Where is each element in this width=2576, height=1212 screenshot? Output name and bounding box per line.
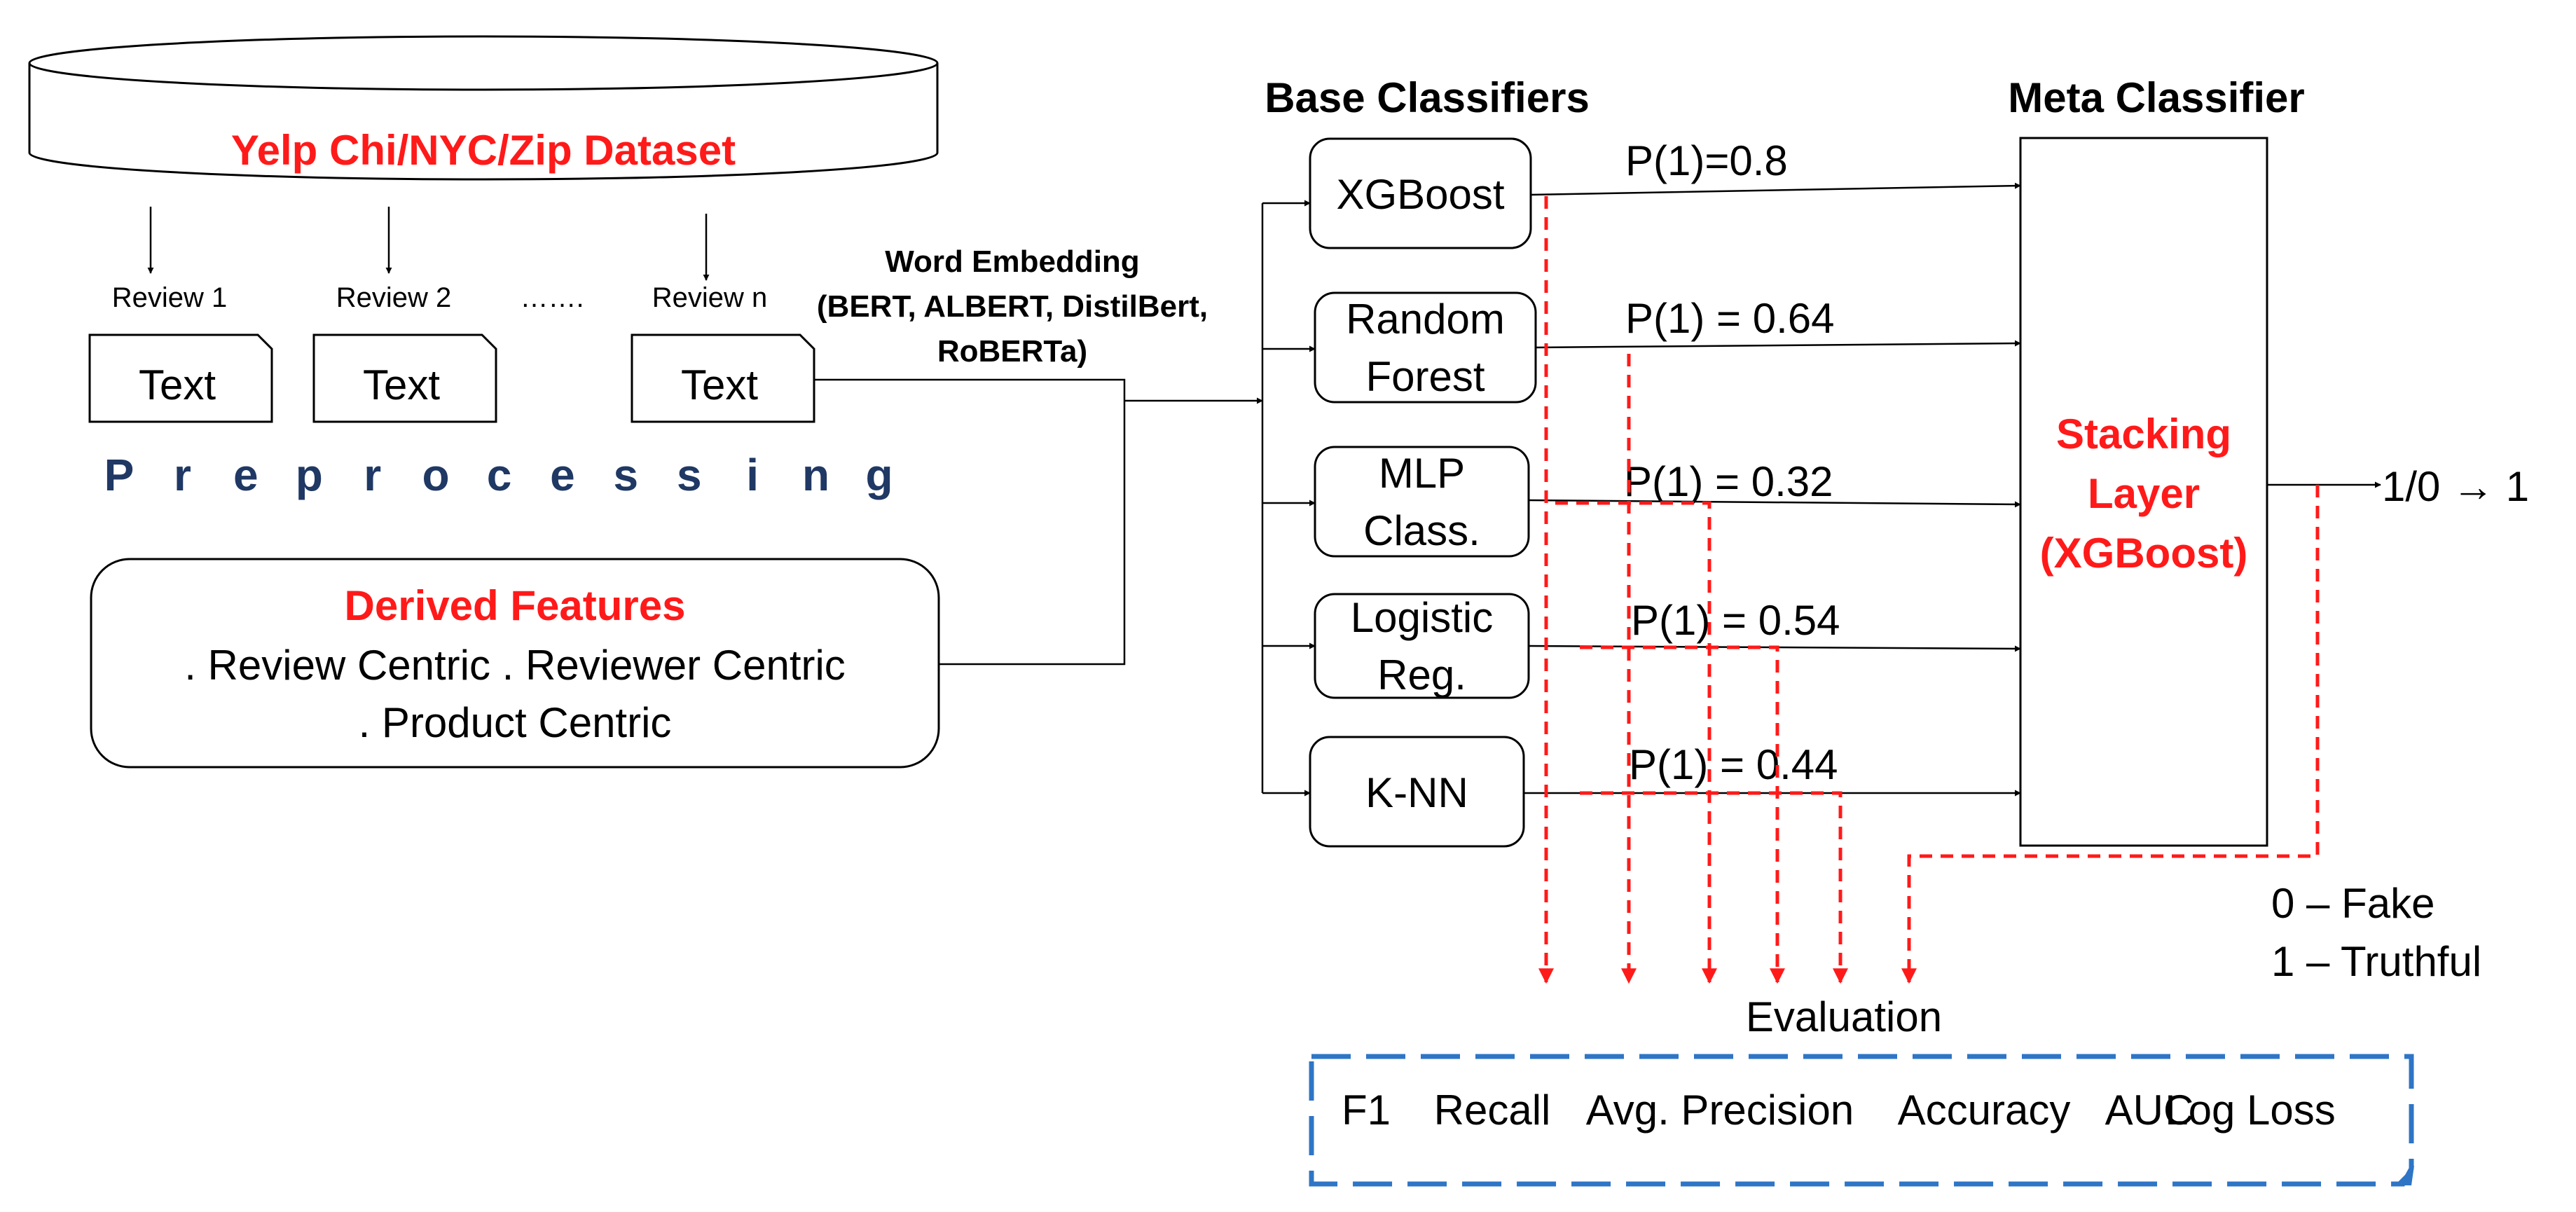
preprocessing-letter: e: [233, 450, 259, 500]
derived-features-box: Derived Features . Review Centric . Revi…: [90, 558, 940, 769]
review-text: Text: [139, 361, 216, 408]
review-2: Review 2 Text: [312, 282, 497, 423]
review-1: Review 1 Text: [88, 282, 273, 423]
classifier-to-meta-arrow: [1535, 340, 2021, 349]
evaluation-metric: Log Loss: [2165, 1087, 2336, 1134]
derived-features-line2: . Product Centric: [359, 699, 672, 746]
word-embedding-label: Word Embedding (BERT, ALBERT, DistilBert…: [817, 245, 1208, 369]
reviews-ellipsis: …….: [520, 282, 584, 313]
dataset-cylinder: Yelp Chi/NYC/Zip Dataset: [28, 35, 939, 181]
classifier-probability: P(1) = 0.54: [1631, 597, 1840, 644]
review-text: Text: [363, 361, 440, 408]
base-classifier: XGBoost P(1)=0.8: [1262, 137, 2021, 249]
classifier-to-meta-arrow: [1530, 182, 2021, 196]
classifier-probability: P(1) = 0.64: [1625, 295, 1835, 342]
classifier-name: Class.: [1363, 507, 1480, 554]
evaluation-flow-arrow: [1555, 501, 1717, 984]
classifier-name: XGBoost: [1336, 171, 1504, 218]
classifier-probability: P(1) = 0.44: [1629, 741, 1838, 788]
classifier-probability: P(1)=0.8: [1625, 137, 1788, 184]
classifier-to-meta-arrow: [1528, 499, 2021, 508]
classifier-probability: P(1) = 0.32: [1624, 458, 1833, 505]
stacking-line3: (XGBoost): [2040, 530, 2248, 577]
review-label: Review n: [652, 282, 768, 313]
review-label: Review 1: [112, 282, 228, 313]
output-label: 1/0 → 1: [2382, 463, 2529, 510]
evaluation-flows: [1538, 196, 2320, 984]
preprocessing-letter: c: [487, 450, 512, 500]
meta-classifier-box: Stacking Layer (XGBoost): [2019, 137, 2268, 847]
evaluation-metric: AUC: [2105, 1087, 2194, 1134]
derived-features-title: Derived Features: [345, 582, 686, 629]
preprocessing-letter: o: [422, 450, 450, 500]
evaluation-box-fold: [2395, 1166, 2414, 1185]
evaluation-flow-arrow: [1580, 791, 1848, 984]
preprocessing-letter: s: [677, 450, 702, 500]
preprocessing-letter: r: [364, 450, 381, 500]
classifier-name: Random: [1346, 296, 1505, 343]
base-classifier: K-NN P(1) = 0.44: [1262, 736, 2021, 848]
word-embedding-title: Word Embedding: [885, 245, 1139, 279]
word-embedding-models: (BERT, ALBERT, DistilBert,: [817, 289, 1208, 324]
preprocessing-letter: e: [550, 450, 575, 500]
legend-truthful: 1 – Truthful: [2271, 938, 2481, 985]
preprocessing-letter: s: [614, 450, 639, 500]
base-classifier: MLP Class. P(1) = 0.32: [1262, 446, 2021, 558]
evaluation-title: Evaluation: [1746, 993, 1942, 1040]
dataset-label: Yelp Chi/NYC/Zip Dataset: [231, 127, 736, 174]
classifier-box: [1309, 137, 1532, 249]
evaluation-flow-arrow: [1580, 645, 1785, 984]
evaluation-metric: Avg. Precision: [1586, 1087, 1854, 1134]
evaluation-metric: Accuracy: [1898, 1087, 2071, 1134]
base-classifiers-heading: Base Classifiers: [1265, 74, 1590, 121]
preprocessing-letter: P: [104, 450, 135, 500]
features-merge-connector: [814, 378, 1126, 666]
evaluation-flow-arrow: [1901, 485, 2320, 984]
legend-fake: 0 – Fake: [2271, 880, 2434, 927]
classifier-name: Reg.: [1377, 652, 1466, 698]
classifier-name: MLP: [1379, 450, 1465, 497]
text-document-shape: [312, 333, 497, 423]
derived-features-line1: . Review Centric . Reviewer Centric: [184, 642, 846, 689]
preprocessing-letter: p: [296, 450, 323, 500]
preprocessing-letter: g: [865, 450, 893, 500]
preprocessing-letter: i: [746, 450, 759, 500]
classifier-name: Logistic: [1351, 594, 1493, 641]
preprocessing-letter: r: [174, 450, 191, 500]
classifier-name: Forest: [1365, 353, 1485, 400]
review-text: Text: [681, 361, 758, 408]
classifier-name: K-NN: [1365, 769, 1468, 816]
review-n: Review n Text: [631, 282, 815, 423]
stacking-line2: Layer: [2088, 470, 2200, 517]
text-document-shape: [88, 333, 273, 423]
word-embedding-models-2: RoBERTa): [937, 334, 1087, 369]
preprocessing-letter: n: [802, 450, 829, 500]
classifier-box: [1314, 446, 1530, 558]
stacking-line1: Stacking: [2056, 411, 2231, 457]
meta-classifier-heading: Meta Classifier: [2008, 74, 2305, 121]
review-label: Review 2: [336, 282, 452, 313]
text-document-shape: [631, 333, 815, 423]
classifier-box: [1309, 736, 1525, 848]
evaluation-metric: F1: [1342, 1087, 1391, 1134]
evaluation-metric: Recall: [1434, 1087, 1551, 1134]
